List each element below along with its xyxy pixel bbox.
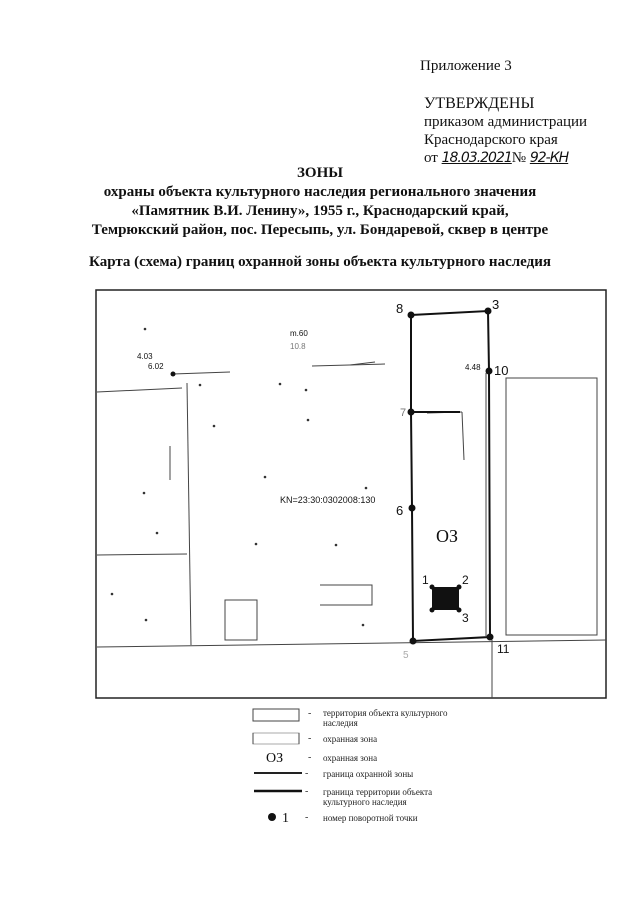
- point-label: 11: [497, 642, 510, 656]
- legend-dash: -: [305, 768, 308, 779]
- title-line: ЗОНЫ: [297, 165, 343, 181]
- legend-dash: -: [308, 752, 311, 763]
- heritage-territory-symbol: [252, 708, 300, 722]
- number-prefix: №: [511, 150, 527, 166]
- heritage-site-territory: [432, 587, 459, 610]
- zone-label: ОЗ: [436, 526, 458, 546]
- legend-label: охранная зона: [323, 734, 378, 744]
- protection-zone-symbol: [252, 732, 300, 745]
- elevation-label: 4.48: [465, 363, 481, 372]
- point-label: 8: [396, 301, 403, 316]
- approved-title: УТВЕРЖДЕНЫ: [424, 95, 535, 112]
- point-label: 3: [462, 611, 469, 625]
- legend-dash: -: [308, 708, 311, 719]
- appendix-label: Приложение 3: [420, 58, 512, 74]
- point-label: 7: [400, 407, 406, 419]
- turning-point-symbol: [268, 813, 276, 821]
- legend-dash: -: [305, 786, 308, 797]
- legend-label: граница территории объекта культурного н…: [323, 787, 433, 807]
- legend-dash: -: [305, 812, 308, 823]
- title-line: охраны объекта культурного наследия реги…: [103, 184, 537, 200]
- legend-label: номер поворотной точки: [323, 813, 418, 823]
- legend-label: территория объекта культурного наследия: [323, 708, 448, 728]
- point-label: 6: [396, 503, 403, 518]
- turning-points: [170, 307, 494, 645]
- point-label: 3: [492, 297, 499, 312]
- approved-line2: Краснодарского края: [424, 132, 558, 148]
- elevation-label: 4.03: [137, 352, 153, 361]
- point-label: 10: [494, 363, 508, 378]
- point-label: 5: [403, 650, 409, 661]
- document-title: ЗОНЫ охраны объекта культурного наследия…: [0, 164, 640, 240]
- number-value: 92-КН: [529, 150, 569, 166]
- protection-zone-boundary: [410, 309, 492, 643]
- turning-point-number-symbol: 1: [282, 811, 289, 826]
- cadastral-number: KN=23:30:0302008:130: [280, 495, 375, 505]
- approved-line1: приказом администрации: [424, 114, 588, 130]
- date-prefix: от: [424, 150, 438, 166]
- point-label: 2: [462, 573, 469, 587]
- elevation-label: 10.8: [290, 342, 306, 351]
- map-frame: [95, 289, 607, 699]
- legend-label: граница охранной зоны: [323, 769, 414, 779]
- zone-legend-symbol: ОЗ: [266, 751, 283, 766]
- elevation-label: m.60: [290, 329, 308, 338]
- approval-block: УТВЕРЖДЕНЫ приказом администрации Красно…: [424, 95, 587, 167]
- legend-dash: -: [308, 733, 311, 744]
- elevation-label: 6.02: [148, 362, 164, 371]
- legend-symbols: ОЗ 1 - - - - - -: [252, 708, 311, 826]
- point-label: 1: [422, 573, 429, 587]
- background-parcels: [96, 361, 607, 698]
- date-value: 18.03.2021: [441, 150, 513, 166]
- approval-date-line: от 18.03.2021№ 92-КН: [424, 149, 587, 167]
- title-line: «Памятник В.И. Ленину», 1955 г., Краснод…: [131, 203, 509, 219]
- map-title: Карта (схема) границ охранной зоны объек…: [89, 254, 551, 270]
- legend-label: охранная зона: [323, 753, 378, 763]
- noise-dots: [110, 327, 368, 627]
- title-line: Темрюкский район, пос. Пересыпь, ул. Бон…: [91, 222, 549, 238]
